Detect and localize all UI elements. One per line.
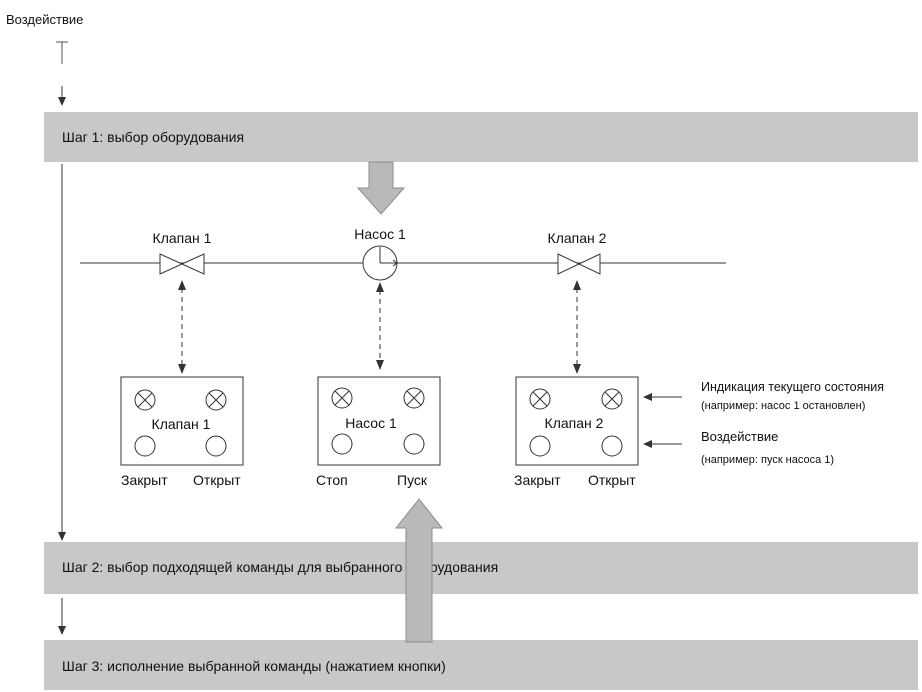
valve-2-close-label: Закрыт — [514, 472, 561, 488]
open-button[interactable] — [205, 435, 227, 457]
close-button[interactable] — [529, 435, 551, 457]
left-flow-line — [58, 164, 66, 635]
valve-2-panel-label: Клапан 2 — [545, 415, 604, 431]
action-pointer — [643, 440, 682, 448]
start-button[interactable] — [403, 433, 425, 455]
input-label: Воздействие — [6, 12, 83, 27]
valve-icon — [159, 253, 205, 275]
valve-1-panel-label: Клапан 1 — [152, 416, 211, 432]
status-annotation-title: Индикация текущего состояния — [701, 380, 884, 394]
action-annotation-example: (например: пуск насоса 1) — [701, 454, 834, 466]
select-command-arrow — [394, 498, 444, 643]
step-1-label: Шаг 1: выбор оборудования — [62, 129, 244, 145]
step-3-bar — [44, 640, 918, 690]
step-2-label: Шаг 2: выбор подходящей команды для выбр… — [62, 559, 498, 575]
valve-2-panel: Клапан 2 — [515, 376, 639, 466]
valve-2-open-label: Открыт — [588, 472, 636, 488]
stop-button[interactable] — [331, 433, 353, 455]
status-annotation-example: (например: насос 1 остановлен) — [701, 400, 865, 412]
pump-1-panel-label: Насос 1 — [345, 415, 397, 431]
valve-1-pipe-label: Клапан 1 — [153, 230, 212, 246]
status-pointer — [643, 393, 682, 401]
pump-1-stop-label: Стоп — [316, 472, 348, 488]
close-button[interactable] — [134, 435, 156, 457]
pump-1-pipe-label: Насос 1 — [354, 226, 406, 242]
valve-2-pipe-label: Клапан 2 — [548, 230, 607, 246]
link-valve-1 — [178, 280, 186, 374]
status-lamp-icon — [331, 387, 353, 409]
select-equipment-arrow — [356, 161, 406, 215]
status-lamp-icon — [134, 389, 156, 411]
valve-1-open-label: Открыт — [193, 472, 241, 488]
step-3-label: Шаг 3: исполнение выбранной команды (наж… — [62, 658, 446, 674]
status-lamp-icon — [529, 388, 551, 410]
link-valve-2 — [573, 280, 581, 374]
status-lamp-icon — [601, 388, 623, 410]
open-button[interactable] — [601, 435, 623, 457]
input-arrow — [56, 41, 68, 106]
status-lamp-icon — [403, 387, 425, 409]
valve-icon — [557, 253, 601, 275]
status-lamp-icon — [205, 389, 227, 411]
valve-1-close-label: Закрыт — [121, 472, 168, 488]
action-annotation-title: Воздействие — [701, 429, 778, 444]
step-1-bar — [44, 112, 918, 162]
pump-1-start-label: Пуск — [397, 472, 428, 488]
pump-icon — [362, 245, 398, 281]
link-pump-1 — [376, 282, 384, 370]
pump-1-panel: Насос 1 — [317, 376, 441, 466]
step-2-bar — [44, 542, 918, 594]
valve-1-panel: Клапан 1 — [120, 376, 244, 466]
